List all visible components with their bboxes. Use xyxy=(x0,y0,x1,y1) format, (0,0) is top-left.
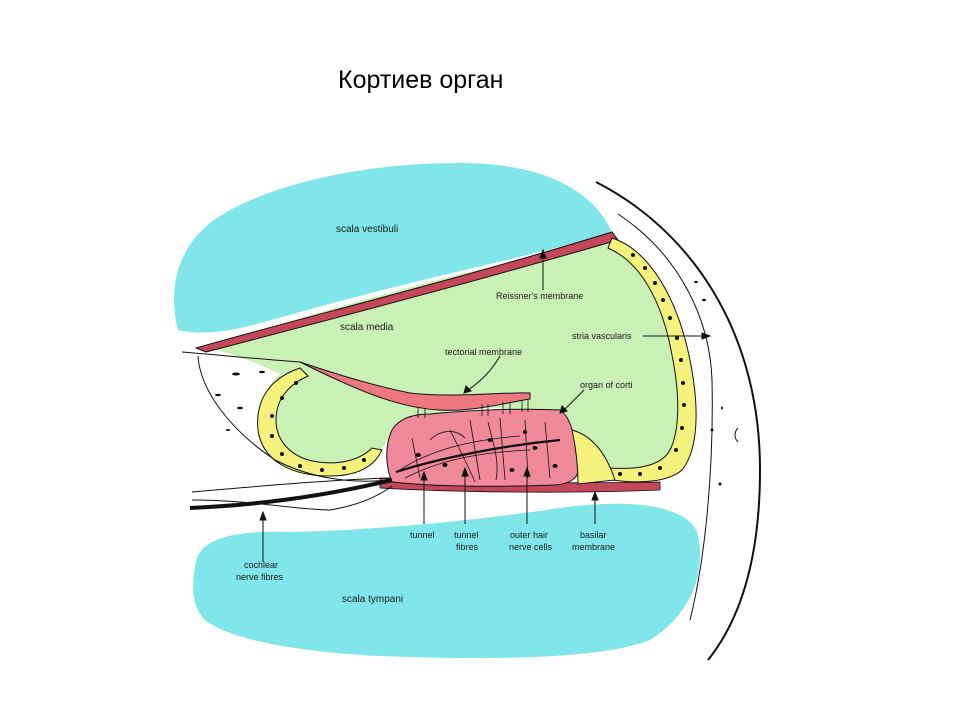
bony-wall-outer xyxy=(595,181,762,661)
label-tunnel-fibres-2: fibres xyxy=(456,542,479,552)
osseous-lamina-lower xyxy=(191,477,391,493)
label-tunnel: tunnel xyxy=(410,530,435,540)
label-scala-tympani: scala tympani xyxy=(342,594,403,605)
label-cochlear-1: cochlear xyxy=(244,560,278,570)
label-scala-vestibuli: scala vestibuli xyxy=(336,224,398,235)
label-cochlear-2: nerve fibres xyxy=(236,572,284,582)
label-basilar-2: membrane xyxy=(572,542,615,552)
stria-cell-dots xyxy=(270,253,686,476)
osseous-lamina-upper xyxy=(197,355,391,482)
osseous-lamina-outline xyxy=(191,485,393,511)
label-reissners-membrane: Reissner's membrane xyxy=(496,291,583,301)
leader-lines xyxy=(259,248,712,562)
bone-marks xyxy=(215,281,723,486)
slide-title: Кортиев орган xyxy=(338,66,504,94)
bony-wall-inner xyxy=(617,213,713,621)
stereocilia xyxy=(417,400,529,418)
tectorial-membrane-shape xyxy=(299,361,531,411)
label-tectorial-membrane: tectorial membrane xyxy=(445,347,522,357)
nerve-fibre-tract xyxy=(395,438,561,474)
label-scala-media: scala media xyxy=(340,322,394,333)
label-outer-hair-2: nerve cells xyxy=(509,542,553,552)
cochlear-nerve-bundle xyxy=(189,478,393,510)
label-basilar-1: basilar xyxy=(580,530,607,540)
spiral-limbus-outline xyxy=(181,351,301,363)
inner-sulcus-cells xyxy=(257,367,383,477)
label-organ-of-corti: organ of corti xyxy=(580,380,633,390)
supporting-cells-right xyxy=(571,429,616,485)
label-tunnel-fibres-1: tunnel xyxy=(454,530,479,540)
scala-vestibuli-region xyxy=(174,163,612,333)
scala-tympani-region xyxy=(193,503,700,659)
bone-mark-paren xyxy=(734,427,739,443)
organ-internal-lines xyxy=(399,417,551,483)
label-outer-hair-1: outer hair xyxy=(510,530,548,540)
label-stria-vascularis: stria vascularis xyxy=(572,331,632,341)
